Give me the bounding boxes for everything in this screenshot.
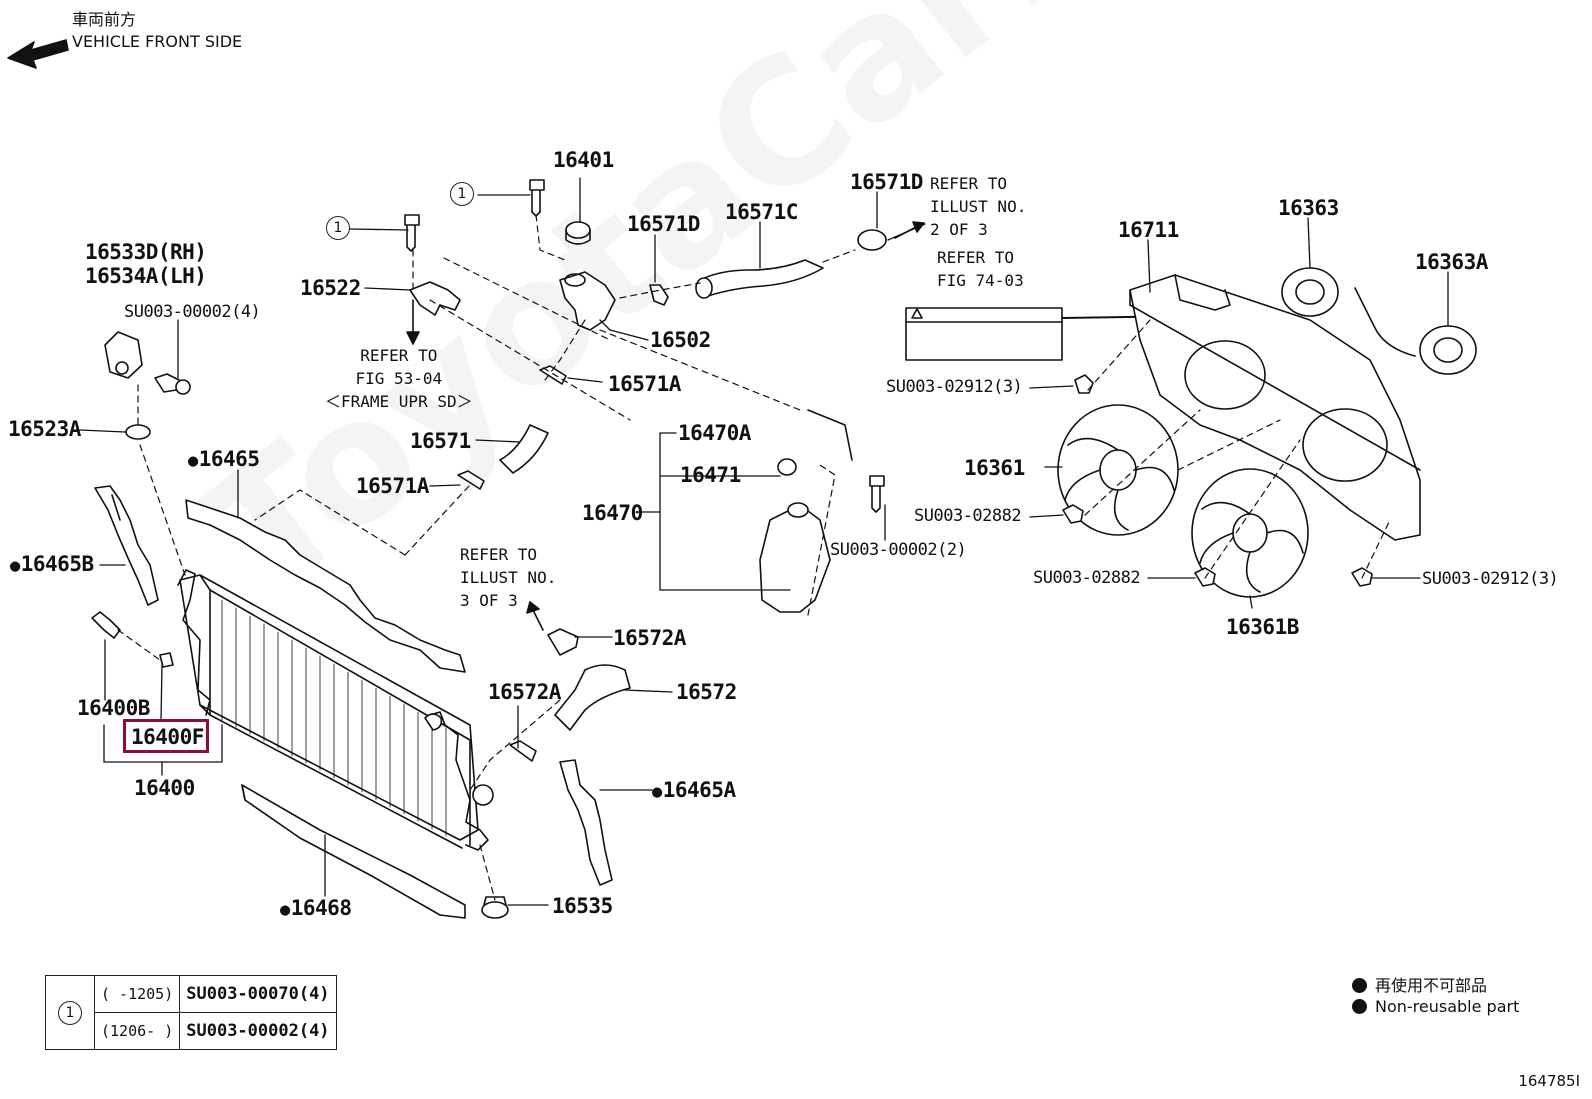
bracket-right xyxy=(559,759,613,886)
part-16400[interactable]: 16400 xyxy=(134,776,195,800)
part-16502[interactable]: 16502 xyxy=(650,328,711,352)
bullet-icon xyxy=(1352,978,1367,993)
part-16571A-a[interactable]: 16571A xyxy=(608,372,681,396)
ref-illust-2[interactable]: REFER TO ILLUST NO. 2 OF 3 xyxy=(930,174,1027,239)
part-16363A[interactable]: 16363A xyxy=(1415,250,1488,274)
legend-nonreusable-cn: 再使用不可部品 xyxy=(1352,972,1487,996)
callout-marker-legend: 1 xyxy=(58,1000,82,1025)
water-inlet xyxy=(559,271,616,331)
legend-nonreusable-en: Non-reusable part xyxy=(1352,997,1519,1016)
upper-mount-bracket xyxy=(104,331,191,395)
part-16571C[interactable]: 16571C xyxy=(725,200,798,224)
part-16571A-b[interactable]: 16571A xyxy=(356,474,429,498)
part-su003-02912-3a[interactable]: SU003-02912(3) xyxy=(886,377,1023,397)
callout-marker-1b: 1 xyxy=(326,216,350,240)
radiator-cap xyxy=(565,221,591,245)
part-su003-02882-a[interactable]: SU003-02882 xyxy=(914,506,1022,526)
part-16572A-b[interactable]: 16572A xyxy=(488,680,561,704)
cushion-upper xyxy=(125,424,151,440)
seal-upper xyxy=(185,499,466,673)
callout-legend-table: 1 ( -1205) SU003-00070(4) (1206- ) SU003… xyxy=(45,975,337,1050)
part-16572A-a[interactable]: 16572A xyxy=(613,626,686,650)
bullet-icon xyxy=(1352,999,1367,1014)
part-16400B[interactable]: 16400B xyxy=(77,696,150,720)
caution-label xyxy=(905,307,1063,361)
part-su003-00002-4[interactable]: SU003-00002(4) xyxy=(124,302,261,322)
fan-motors xyxy=(1281,267,1477,375)
lower-hose xyxy=(554,664,631,731)
part-su003-02912-3b[interactable]: SU003-02912(3) xyxy=(1422,569,1559,589)
part-16363[interactable]: 16363 xyxy=(1278,196,1339,220)
fans xyxy=(1057,404,1309,598)
fan-shroud xyxy=(1129,274,1421,541)
part-16471[interactable]: 16471 xyxy=(680,463,741,487)
part-16470[interactable]: 16470 xyxy=(582,501,643,525)
dashed-guides xyxy=(117,214,1391,901)
part-16523A[interactable]: 16523A xyxy=(8,417,81,441)
legend-marker-cell: 1 xyxy=(45,975,95,1050)
part-16465A[interactable]: 16465A xyxy=(652,778,736,804)
front-label-en: VEHICLE FRONT SIDE xyxy=(72,32,243,51)
part-16361[interactable]: 16361 xyxy=(964,456,1025,480)
legend-code[interactable]: SU003-00002(4) xyxy=(179,1012,337,1050)
front-label-cn: 車両前方 xyxy=(72,10,137,29)
part-16468[interactable]: 16468 xyxy=(280,896,352,922)
callout-marker-1a: 1 xyxy=(450,182,474,206)
reference-arrows xyxy=(406,221,925,631)
bracket-left xyxy=(94,485,159,606)
part-16572[interactable]: 16572 xyxy=(676,680,737,704)
highlight-box xyxy=(123,719,209,753)
radiator-core xyxy=(177,569,494,851)
ref-fig-53[interactable]: REFER TO FIG 53-04 ＜FRAME UPR SD＞ xyxy=(325,346,473,411)
part-16470A[interactable]: 16470A xyxy=(678,421,751,445)
ref-fig-74[interactable]: REFER TO FIG 74-03 xyxy=(937,248,1024,290)
ref-illust-3[interactable]: REFER TO ILLUST NO. 3 OF 3 xyxy=(460,545,557,610)
drain-cock xyxy=(91,611,174,668)
part-16571[interactable]: 16571 xyxy=(410,429,471,453)
legend-row: 1 ( -1205) SU003-00070(4) xyxy=(45,975,337,1050)
cushion-lower xyxy=(481,896,509,919)
part-16711[interactable]: 16711 xyxy=(1118,218,1179,242)
part-16400F[interactable]: 16400F xyxy=(131,725,204,749)
part-16534A[interactable]: 16534A(LH) xyxy=(85,264,207,288)
seal-lower xyxy=(241,784,466,919)
legend-range: (1206- ) xyxy=(93,1012,181,1050)
vehicle-front-arrow-icon xyxy=(7,39,69,69)
hose-bracket xyxy=(409,281,461,316)
part-su003-02882-b[interactable]: SU003-02882 xyxy=(1033,568,1141,588)
part-16571D-b[interactable]: 16571D xyxy=(850,170,923,194)
part-16535[interactable]: 16535 xyxy=(552,894,613,918)
reserve-tank xyxy=(759,409,853,613)
part-16401[interactable]: 16401 xyxy=(553,148,614,172)
diagram-id: 164785I xyxy=(1518,1072,1580,1090)
inlet-hose xyxy=(499,424,549,474)
legend-code[interactable]: SU003-00070(4) xyxy=(179,975,337,1013)
part-16571D-a[interactable]: 16571D xyxy=(627,212,700,236)
legend-range: ( -1205) xyxy=(93,975,181,1013)
part-16465B[interactable]: 16465B xyxy=(10,552,94,578)
legend-row: (1206- ) SU003-00002(4) xyxy=(46,1012,337,1050)
part-16533D[interactable]: 16533D(RH) xyxy=(85,240,207,264)
part-su003-00002-2[interactable]: SU003-00002(2) xyxy=(830,540,967,560)
bolts xyxy=(404,179,885,513)
part-16361B[interactable]: 16361B xyxy=(1226,615,1299,639)
part-16465[interactable]: 16465 xyxy=(188,447,260,473)
part-16522[interactable]: 16522 xyxy=(300,276,361,300)
